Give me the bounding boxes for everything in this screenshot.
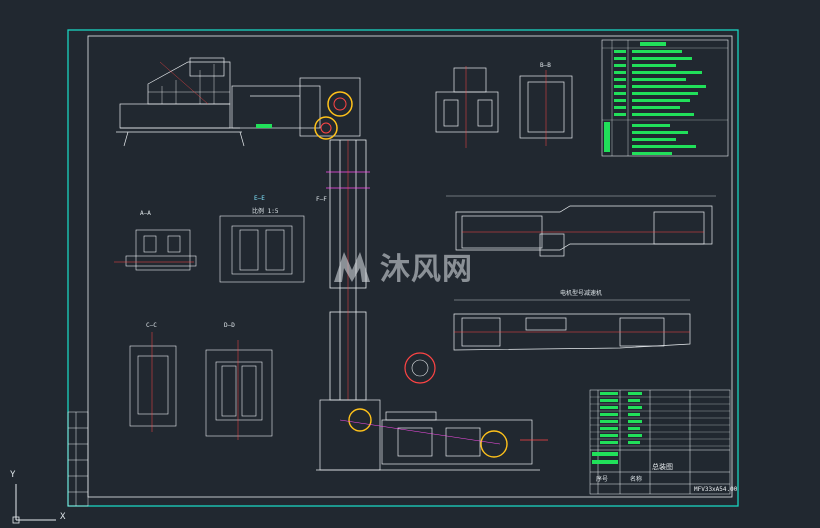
elevation-view xyxy=(116,57,361,147)
outer-frame xyxy=(67,29,739,507)
title-block-title: 总装图 xyxy=(652,463,673,471)
base-magenta-line xyxy=(339,419,501,445)
base-assembly xyxy=(316,399,548,471)
view-label-c: C—C xyxy=(146,322,157,329)
section-aa xyxy=(114,229,197,271)
view-label-a: A—A xyxy=(140,210,151,217)
ucs-x-label: X xyxy=(60,512,66,522)
tail-sprocket-right xyxy=(480,430,508,458)
drive-sprocket-top xyxy=(327,91,353,117)
inner-frame xyxy=(87,35,733,498)
ucs-y-label: Y xyxy=(10,470,16,480)
section-dd xyxy=(205,340,273,440)
view-label-e: E—E xyxy=(254,195,265,202)
view-label-d: D—D xyxy=(224,322,235,329)
requirements-table xyxy=(601,39,729,157)
title-block-label-index: 序号 xyxy=(596,476,609,483)
watermark-text: 沐风网 xyxy=(380,252,473,287)
conveyor-plan xyxy=(446,195,716,257)
title-block xyxy=(589,389,731,495)
conveyor-elevation xyxy=(453,299,691,351)
title-block-drawing-number: MFV33xA54.00 xyxy=(694,486,738,493)
scale-note: 比例 1:5 xyxy=(252,208,279,215)
section-cc xyxy=(129,332,177,432)
tail-sprocket-left xyxy=(348,408,372,432)
elevation-green-marker xyxy=(256,124,272,128)
watermark-logo-icon xyxy=(334,252,370,282)
view-label-b: B—B xyxy=(540,62,551,69)
watermark: 沐风网 xyxy=(330,244,473,288)
binding-strip xyxy=(67,411,89,507)
parts-list-fill xyxy=(592,392,642,464)
elevation-detail-white xyxy=(148,61,230,105)
title-block-label-name: 名称 xyxy=(630,476,643,483)
flange-detail xyxy=(404,352,436,384)
drive-sprocket-top-inner xyxy=(333,97,347,111)
section-ee xyxy=(219,215,305,283)
view-label-f: F—F xyxy=(316,196,327,203)
end-view xyxy=(435,66,573,148)
drive-sprocket-bottom-inner xyxy=(320,122,332,134)
drive-sprocket-bottom xyxy=(314,116,338,140)
section-note: 电机型号减速机 xyxy=(560,290,603,297)
ucs-axis-icon xyxy=(12,484,56,524)
